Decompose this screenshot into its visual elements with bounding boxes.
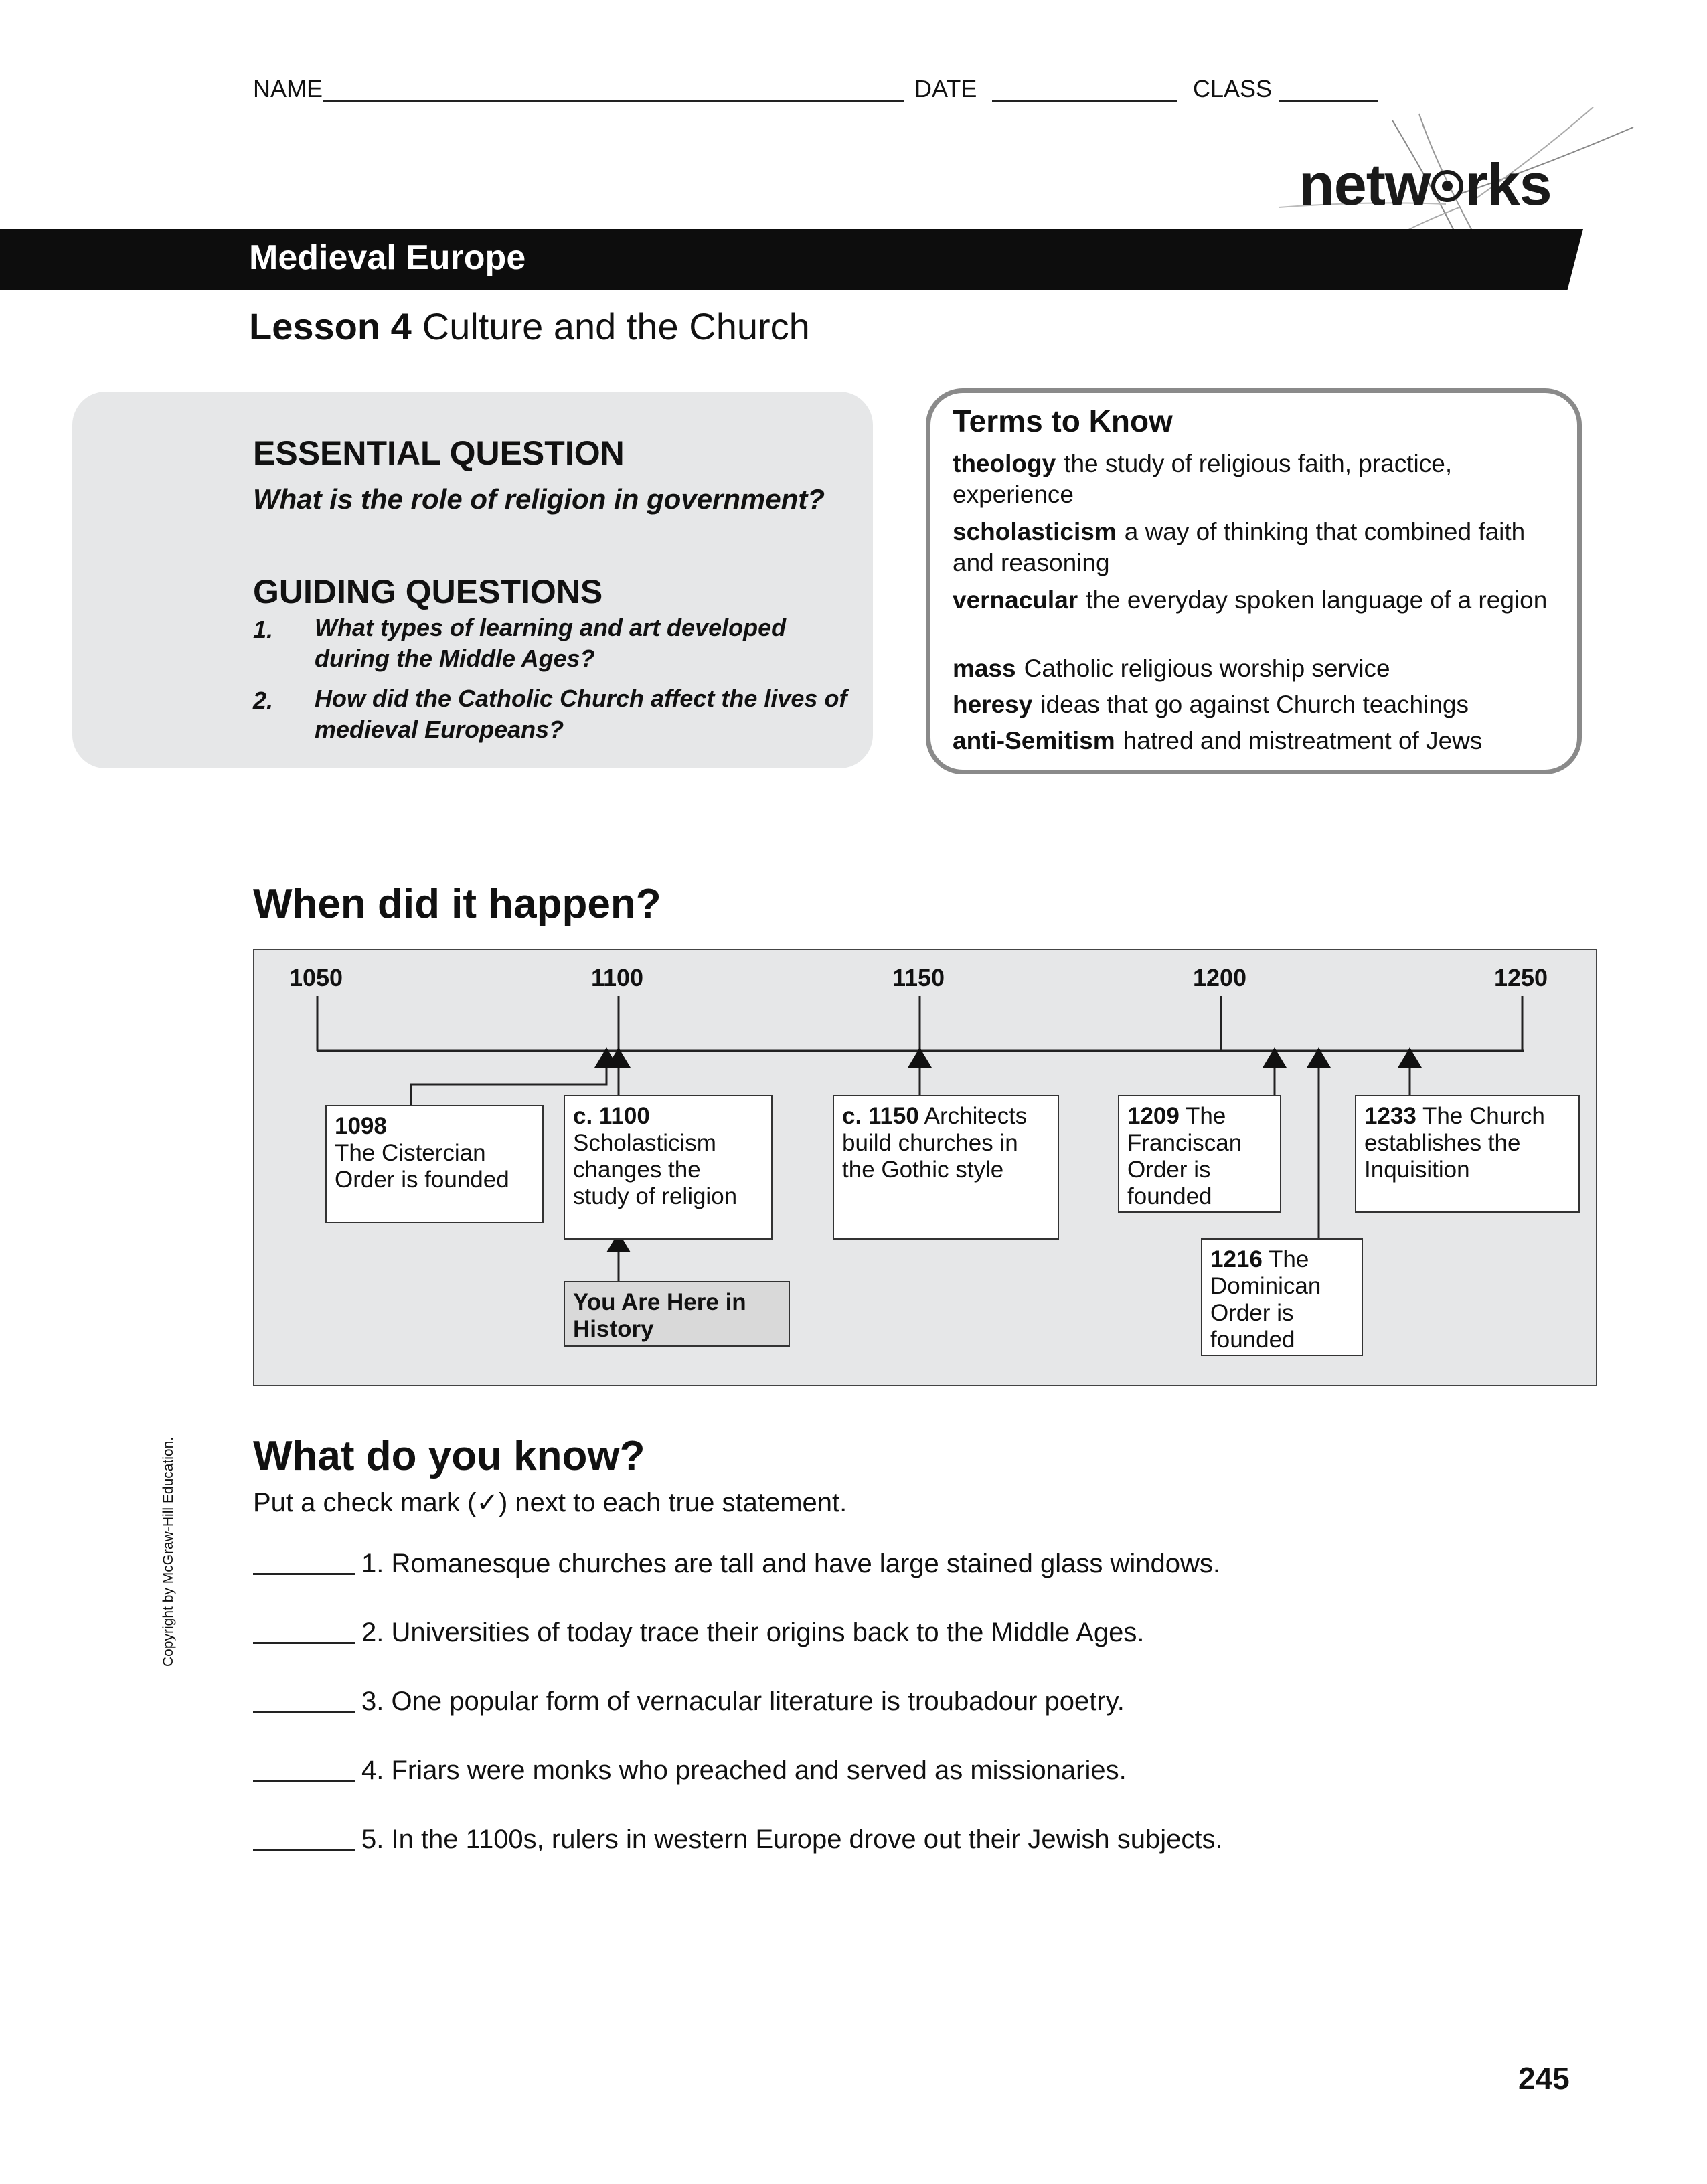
- logo-o-icon: [1431, 170, 1464, 202]
- terms-heading: Terms to Know: [953, 404, 1173, 438]
- answer-line-3[interactable]: [253, 1711, 355, 1713]
- name-field[interactable]: [323, 100, 904, 102]
- answer-line-1[interactable]: [253, 1573, 355, 1575]
- date-label: DATE: [914, 75, 977, 102]
- quiz-statement-2: 2. Universities of today trace their ori…: [361, 1618, 1145, 1647]
- timeline-event-1150: c. 1150 Architects build churches in the…: [833, 1095, 1059, 1240]
- name-label: NAME: [253, 75, 323, 102]
- quiz-heading: What do you know?: [253, 1433, 645, 1479]
- essential-question-heading: ESSENTIAL QUESTION: [253, 434, 625, 472]
- class-field[interactable]: [1279, 100, 1378, 102]
- guiding-question-2: How did the Catholic Church affect the l…: [315, 685, 847, 743]
- timeline-heading: When did it happen?: [253, 881, 661, 927]
- guiding-question-number: 1.: [253, 616, 274, 643]
- timeline-event-1209: 1209 The Franciscan Order is founded: [1118, 1095, 1281, 1213]
- quiz-instruction: Put a check mark (✓) next to each true s…: [253, 1488, 847, 1517]
- page-number: 245: [1518, 2061, 1570, 2096]
- quiz-statement-5: 5. In the 1100s, rulers in western Europ…: [361, 1825, 1223, 1854]
- answer-line-5[interactable]: [253, 1849, 355, 1851]
- answer-line-2[interactable]: [253, 1642, 355, 1644]
- timeline-year-label: 1050: [289, 964, 343, 991]
- timeline-year-label: 1150: [892, 964, 945, 991]
- chapter-title: Medieval Europe: [249, 238, 526, 277]
- quiz-statement-4: 4. Friars were monks who preached and se…: [361, 1756, 1127, 1785]
- timeline-event-1216: 1216 The Dominican Order is founded: [1201, 1238, 1363, 1356]
- copyright-notice: Copyright by McGraw-Hill Education.: [161, 1436, 176, 1667]
- guiding-question-1: What types of learning and art developed…: [315, 614, 787, 672]
- timeline-year-label: 1200: [1192, 964, 1247, 991]
- quiz-statement-1: 1. Romanesque churches are tall and have…: [361, 1549, 1220, 1578]
- answer-line-4[interactable]: [253, 1780, 355, 1782]
- timeline-event-1233: 1233 The Church establishes the Inquisit…: [1355, 1095, 1580, 1213]
- essential-question-text: What is the role of religion in governme…: [253, 483, 825, 515]
- guiding-question-number: 2.: [253, 687, 274, 714]
- guiding-questions-heading: GUIDING QUESTIONS: [253, 573, 603, 610]
- timeline-year-label: 1100: [590, 964, 644, 991]
- date-field[interactable]: [992, 100, 1177, 102]
- quiz-statement-3: 3. One popular form of vernacular litera…: [361, 1687, 1125, 1716]
- terms-panel: [926, 388, 1582, 774]
- title-banner: [0, 229, 1583, 290]
- timeline-lines: [316, 996, 1524, 1281]
- class-label: CLASS: [1193, 75, 1273, 102]
- you-are-here-box: You Are Here in History: [564, 1281, 790, 1347]
- timeline-year-label: 1250: [1493, 964, 1548, 991]
- essential-question-panel: [72, 392, 873, 768]
